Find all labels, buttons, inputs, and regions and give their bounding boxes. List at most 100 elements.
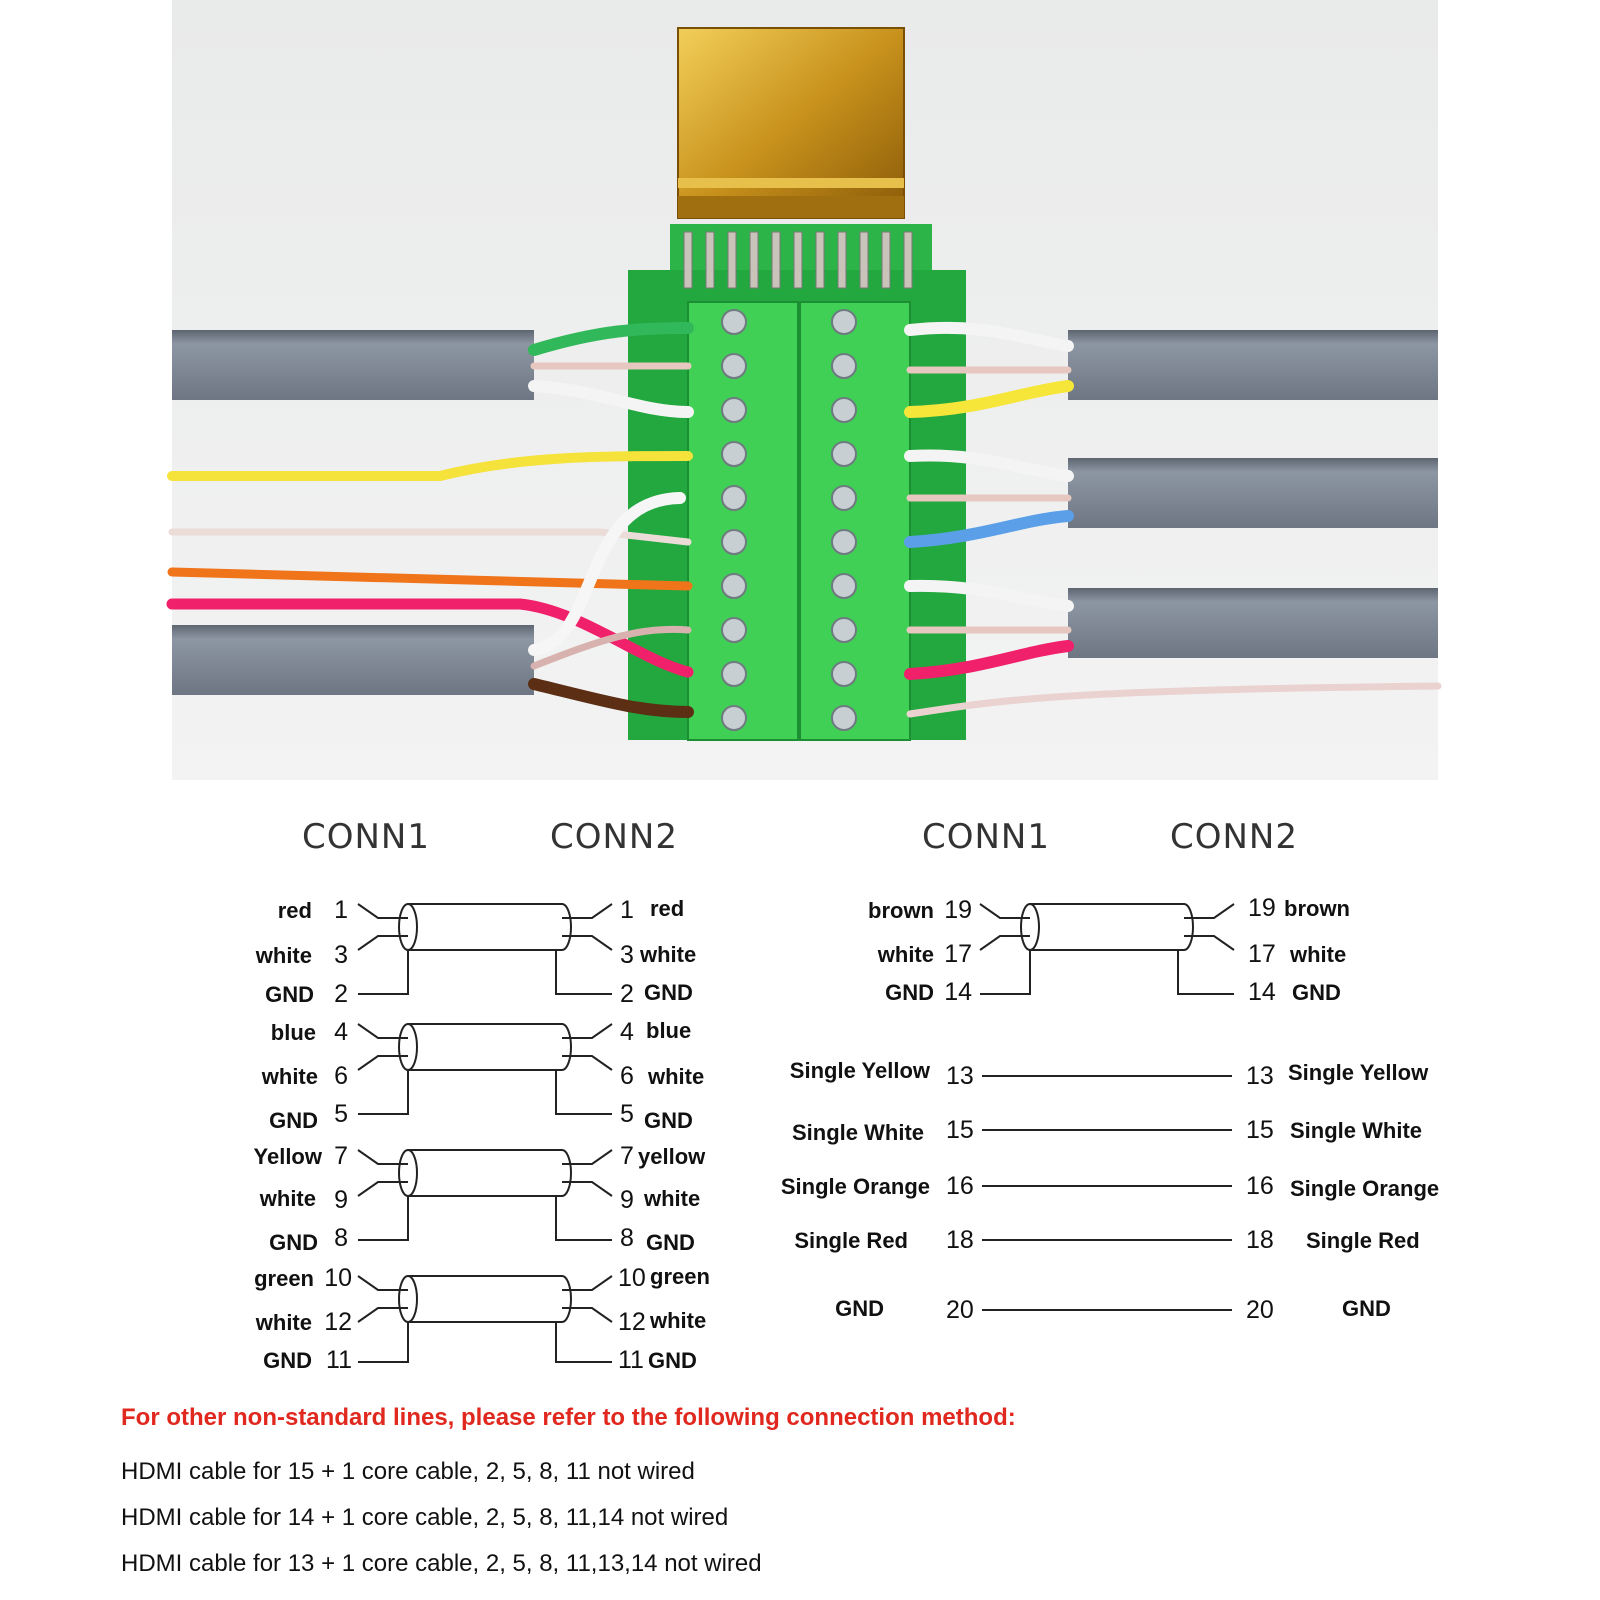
pair-4-a-right-num: 10	[618, 1264, 646, 1292]
shielded-pair-1-icon	[398, 903, 572, 951]
pair-1-gnd-left-num: 2	[334, 980, 348, 1008]
single-5-right-label: GND	[1342, 1296, 1391, 1321]
single-1-right-num: 13	[1246, 1062, 1274, 1090]
pair-2-right-leads	[555, 1023, 613, 1115]
pair-3-gnd-left-num: 8	[334, 1224, 348, 1252]
pair-5-gnd-right-label: GND	[1292, 980, 1341, 1005]
pair-3-a-right-label: yellow	[638, 1144, 706, 1169]
pair-5-a-left-label: brown	[868, 898, 934, 923]
cables-right	[1068, 330, 1438, 658]
pair-4-b-left-num: 12	[324, 1308, 352, 1336]
pair-2-gnd-right-num: 5	[620, 1100, 634, 1128]
right-conn1-header: CONN1	[922, 817, 1050, 857]
pair-3-b-left-label: white	[259, 1186, 316, 1211]
pair-3-b-right-label: white	[643, 1186, 700, 1211]
pair-1-a-right-label: red	[650, 896, 684, 921]
pair-4-b-right-label: white	[649, 1308, 706, 1333]
pair-1-right-leads	[555, 903, 613, 995]
single-1-right-label: Single Yellow	[1288, 1060, 1429, 1085]
single-1-left-label: Single Yellow	[790, 1058, 931, 1083]
pair-1-a-left-label: red	[278, 898, 312, 923]
left-conn2-header: CONN2	[550, 817, 678, 857]
pair-5-b-left-label: white	[877, 942, 934, 967]
pair-4-right-leads	[555, 1275, 613, 1363]
pair-4-b-left-label: white	[255, 1310, 312, 1335]
pair-4-gnd-right-label: GND	[648, 1348, 697, 1373]
shielded-pair-4-icon	[398, 1275, 572, 1323]
single-3-left-num: 16	[946, 1172, 974, 1200]
shielded-pair-2-icon	[398, 1023, 572, 1071]
single-5-left-num: 20	[946, 1296, 974, 1324]
single-wire-4: Single Red 18 18 Single Red	[794, 1226, 1419, 1254]
single-wire-5: GND 20 20 GND	[835, 1296, 1391, 1324]
shielded-pair-5-icon	[1020, 903, 1194, 951]
pair-3-a-left-label: Yellow	[254, 1144, 323, 1169]
pair-2-b-right-num: 6	[620, 1062, 634, 1090]
pair-2-a-left-label: blue	[271, 1020, 316, 1045]
pair-4-gnd-right-num: 11	[618, 1346, 644, 1374]
pair-2-b-left-num: 6	[334, 1062, 348, 1090]
pair-1-gnd-left-label: GND	[265, 982, 314, 1007]
single-2-left-num: 15	[946, 1116, 974, 1144]
single-4-left-num: 18	[946, 1226, 974, 1254]
pair-4-a-left-num: 10	[324, 1264, 352, 1292]
pair-4-gnd-left-num: 11	[326, 1346, 352, 1374]
pair-3-b-left-num: 9	[334, 1186, 348, 1214]
pair-5-b-right-label: white	[1289, 942, 1346, 967]
single-5-right-num: 20	[1246, 1296, 1274, 1324]
terminal-block-left	[687, 301, 799, 741]
pair-1-gnd-right-num: 2	[620, 980, 634, 1008]
pair-5-left-leads	[979, 903, 1031, 995]
pair-3-b-right-num: 9	[620, 1186, 634, 1214]
pair-3-right-leads	[555, 1149, 613, 1241]
wires-right	[904, 321, 1442, 718]
pair-4-a-right-label: green	[650, 1264, 710, 1289]
single-4-left-label: Single Red	[794, 1228, 908, 1253]
pair-5-gnd-right-num: 14	[1248, 978, 1276, 1006]
single-2-right-label: Single White	[1290, 1118, 1422, 1143]
shielded-pair-3-icon	[398, 1149, 572, 1197]
single-3-right-num: 16	[1246, 1172, 1274, 1200]
pair-1-b-right-label: white	[639, 942, 696, 967]
single-5-left-label: GND	[835, 1296, 884, 1321]
pair-1-b-left-label: white	[255, 943, 312, 968]
pair-1-a-right-num: 1	[620, 896, 634, 924]
single-3-left-label: Single Orange	[781, 1174, 930, 1199]
single-4-right-label: Single Red	[1306, 1228, 1420, 1253]
single-wire-3: Single Orange 16 16 Single Orange	[781, 1172, 1439, 1201]
single-wire-2: Single White 15 15 Single White	[792, 1116, 1422, 1145]
note-line-3: HDMI cable for 13 + 1 core cable, 2, 5, …	[121, 1550, 762, 1577]
pair-2-b-left-label: white	[261, 1064, 318, 1089]
pair-2-gnd-left-num: 5	[334, 1100, 348, 1128]
pair-group-5: brown 19 white 17 GND 14 19 brown 17 whi…	[868, 894, 1350, 1006]
pair-2-a-right-label: blue	[646, 1018, 691, 1043]
pair-2-left-leads	[357, 1023, 409, 1115]
right-conn2-header: CONN2	[1170, 817, 1298, 857]
pair-5-b-right-num: 17	[1248, 940, 1276, 968]
pair-group-3: Yellow 7 white 9 GND 8 7 yellow 9 white …	[254, 1142, 707, 1255]
pair-group-2: blue 4 white 6 GND 5 4 blue 6 white 5 GN…	[261, 1018, 704, 1133]
wires-left	[166, 322, 694, 718]
pair-4-gnd-left-label: GND	[263, 1348, 312, 1373]
pair-5-gnd-left-num: 14	[944, 978, 972, 1006]
pair-2-a-left-num: 4	[334, 1018, 348, 1046]
pair-4-a-left-label: green	[254, 1266, 314, 1291]
pair-1-gnd-right-label: GND	[644, 980, 693, 1005]
pair-2-b-right-label: white	[647, 1064, 704, 1089]
single-1-left-num: 13	[946, 1062, 974, 1090]
wiring-diagram: CONN1 CONN2 CONN1 CONN2 red 1 white 3 GN…	[254, 817, 1440, 1374]
single-2-right-num: 15	[1246, 1116, 1274, 1144]
note-line-1: HDMI cable for 15 + 1 core cable, 2, 5, …	[121, 1458, 695, 1485]
hdmi-plug	[677, 27, 905, 219]
single-wire-1: Single Yellow 13 13 Single Yellow	[790, 1058, 1429, 1090]
pair-1-a-left-num: 1	[334, 896, 348, 924]
pair-4-b-right-num: 12	[618, 1308, 646, 1336]
pair-3-left-leads	[357, 1149, 409, 1241]
pair-3-a-right-num: 7	[620, 1142, 634, 1170]
note-line-2: HDMI cable for 14 + 1 core cable, 2, 5, …	[121, 1504, 729, 1531]
pair-2-gnd-left-label: GND	[269, 1108, 318, 1133]
pair-1-left-leads	[357, 903, 409, 995]
pair-5-a-right-num: 19	[1248, 894, 1276, 922]
pair-4-left-leads	[357, 1275, 409, 1363]
left-conn1-header: CONN1	[302, 817, 430, 857]
